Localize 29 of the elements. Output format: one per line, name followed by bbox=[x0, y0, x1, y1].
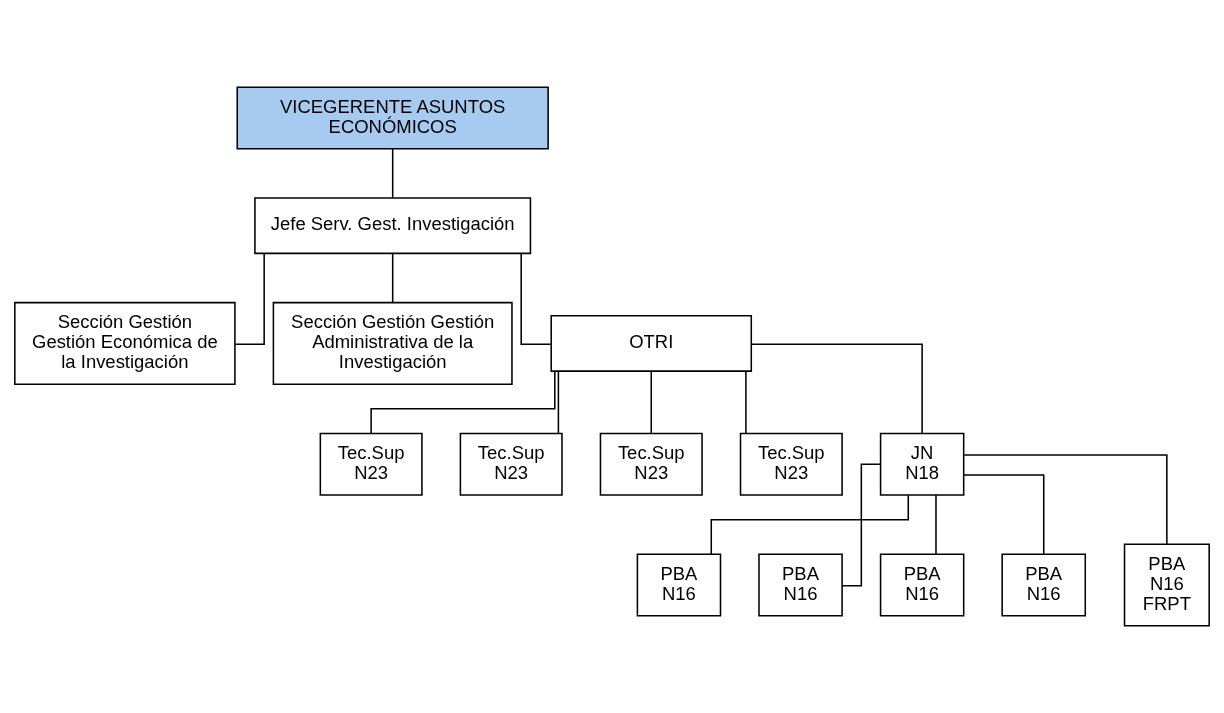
connector bbox=[391, 252, 394, 304]
node-box: PBA N16 bbox=[879, 553, 965, 617]
connector bbox=[963, 474, 1045, 555]
connector bbox=[745, 370, 747, 435]
connector bbox=[520, 253, 552, 345]
connector bbox=[963, 454, 1168, 545]
node-box: Tec.Sup N23 bbox=[319, 432, 423, 496]
node-box: PBA N16 bbox=[636, 553, 722, 617]
connector bbox=[650, 370, 652, 435]
node-box: OTRI bbox=[550, 314, 753, 372]
connector bbox=[391, 148, 394, 199]
connector bbox=[234, 253, 265, 345]
node-box: Tec.Sup N23 bbox=[739, 432, 843, 496]
node-box: JN N18 bbox=[879, 432, 965, 496]
connector bbox=[841, 463, 882, 587]
node-box: Jefe Serv. Gest. Investigación bbox=[254, 197, 532, 255]
connector bbox=[370, 370, 556, 435]
node-box: VICEGERENTE ASUNTOS ECONÓMICOS bbox=[236, 86, 549, 150]
connector bbox=[750, 343, 923, 435]
node-box: PBA N16 bbox=[758, 553, 843, 617]
node-box: Tec.Sup N23 bbox=[459, 432, 563, 496]
node-box: PBA N16 bbox=[1001, 553, 1087, 617]
connector bbox=[710, 494, 910, 555]
node-box: Sección Gestión Gestión Económica de la Investigación bbox=[14, 301, 236, 385]
node-box: PBA N16 FRPT bbox=[1123, 543, 1210, 627]
connector bbox=[935, 494, 937, 555]
node-box: Sección Gestión Gestión Administrativa de la Investigación bbox=[272, 301, 513, 385]
node-box: Tec.Sup N23 bbox=[599, 432, 703, 496]
connector bbox=[557, 370, 560, 435]
